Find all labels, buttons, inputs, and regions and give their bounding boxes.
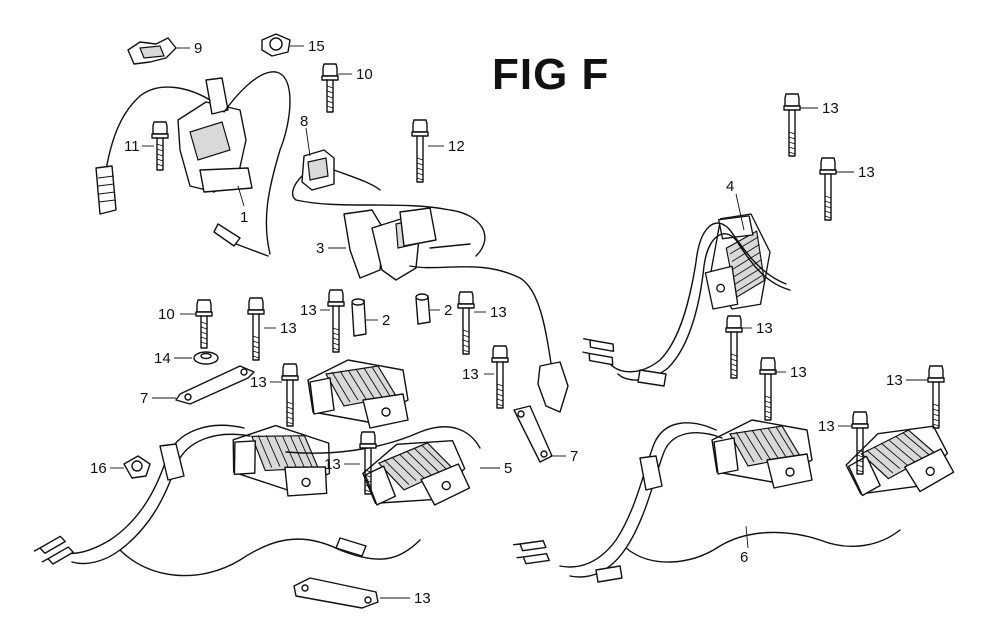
bolt-13-d (281, 363, 299, 427)
bolt-12 (411, 119, 429, 183)
callout-6: 6 (740, 549, 748, 566)
callout-2-right: 2 (444, 302, 452, 319)
callout-3: 3 (316, 240, 324, 257)
part-7-plate-right (513, 405, 553, 463)
bolt-13-g (783, 93, 801, 157)
part-9-clip (127, 37, 177, 65)
part-6-wiring-harness (559, 422, 901, 583)
callout-13-d: 13 (250, 374, 267, 391)
part-2-spacer-left (351, 298, 367, 337)
callout-10-lower: 10 (158, 306, 175, 323)
callout-13-j: 13 (790, 364, 807, 381)
figure-title: FIG F (492, 50, 610, 99)
callout-labels: 9 15 10 8 11 1 12 3 2 2 10 13 13 13 14 1… (90, 38, 903, 607)
part-5-connector-pair (32, 533, 76, 568)
callout-12: 12 (448, 138, 465, 155)
part-15-clamp (261, 33, 291, 57)
callout-13-e: 13 (462, 366, 479, 383)
part-4-wire (609, 222, 791, 387)
callout-13-c: 13 (490, 304, 507, 321)
callout-7-left: 7 (140, 390, 148, 407)
callout-2-left: 2 (382, 312, 390, 329)
callout-1: 1 (240, 209, 248, 226)
callout-13-i: 13 (756, 320, 773, 337)
callout-13-f: 13 (324, 456, 341, 473)
part-7-plate-bottom (293, 577, 379, 609)
part-5-wiring-harness (59, 424, 481, 577)
part-16-clip (123, 455, 151, 479)
bolt-13-e (491, 345, 509, 409)
callout-8: 8 (300, 113, 308, 130)
callout-13-k: 13 (886, 372, 903, 389)
callout-7-bottom: 13 (414, 590, 431, 607)
callout-13-b: 13 (300, 302, 317, 319)
callout-9: 9 (194, 40, 202, 57)
bolt-13-j (759, 357, 777, 421)
bolt-13-b (327, 289, 345, 353)
callout-11: 11 (124, 138, 140, 155)
part-6-coil-left (711, 419, 813, 489)
bolt-13-h (819, 157, 837, 221)
callout-15: 15 (308, 38, 325, 55)
bolt-13-a (247, 297, 265, 361)
callout-13-a: 13 (280, 320, 297, 337)
callout-10-top: 10 (356, 66, 373, 83)
part-14-washer (193, 351, 219, 365)
callout-13-g: 13 (822, 100, 839, 117)
callout-13-l: 13 (818, 418, 835, 435)
callout-13-h: 13 (858, 164, 875, 181)
part-3-ignition-module (343, 207, 569, 413)
bolt-11 (151, 121, 169, 171)
part-7-plate-upper-left (175, 365, 255, 405)
callout-4: 4 (726, 178, 734, 195)
callout-14: 14 (154, 350, 171, 367)
part-4-coil (704, 213, 771, 310)
bolt-13-k (927, 365, 945, 429)
bolt-10-lower (195, 299, 213, 349)
part-6-connector-pair (509, 534, 554, 569)
bolt-13-i (725, 315, 743, 379)
part-5-coil-top (307, 359, 409, 429)
part-2-spacer-right (415, 293, 431, 325)
part-1-ignition-coil (95, 71, 291, 257)
callout-5: 5 (504, 460, 512, 477)
part-5-coil-left (225, 419, 336, 502)
callout-7-right: 7 (570, 448, 578, 465)
leader-lines (110, 45, 928, 599)
bolt-13-c (457, 291, 475, 355)
callout-16: 16 (90, 460, 107, 477)
part-8-connector (291, 149, 486, 257)
bolt-10-top (321, 63, 339, 113)
part-4-connector-pair (575, 329, 623, 373)
